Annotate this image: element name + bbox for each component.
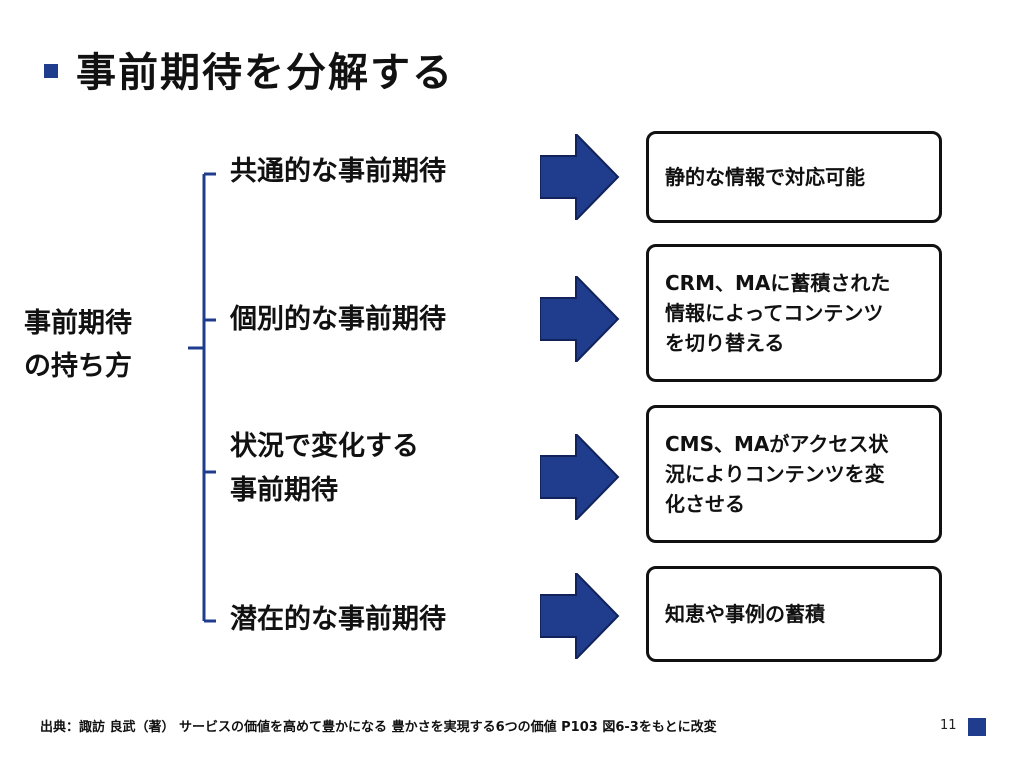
title-bullet-icon [44, 64, 58, 78]
source-citation: 出典：諏訪 良武（著） サービスの価値を高めて豊かになる 豊かさを実現する6つの… [40, 720, 717, 735]
root-label: 事前期待 の持ち方 [24, 308, 132, 383]
tree-bracket [188, 172, 216, 623]
right-arrow-icon [540, 276, 620, 362]
result-box-common: 静的な情報で対応可能 [646, 131, 942, 223]
result-box-situational: CMS、MAがアクセス状 況によりコンテンツを変 化させる [646, 405, 942, 543]
right-arrow-icon [540, 434, 620, 520]
right-arrow-icon [540, 573, 620, 659]
slide-title: 事前期待を分解する [76, 50, 454, 96]
branch-label-common: 共通的な事前期待 [230, 156, 446, 187]
branch-label-situational: 状況で変化する 事前期待 [230, 431, 419, 506]
page-number: 11 [940, 718, 957, 733]
footer-bullet-icon [968, 718, 986, 736]
result-box-latent: 知恵や事例の蓄積 [646, 566, 942, 662]
branch-label-latent: 潜在的な事前期待 [230, 604, 446, 635]
right-arrow-icon [540, 134, 620, 220]
branch-label-individual: 個別的な事前期待 [230, 304, 446, 335]
result-box-individual: CRM、MAに蓄積された 情報によってコンテンツ を切り替える [646, 244, 942, 382]
